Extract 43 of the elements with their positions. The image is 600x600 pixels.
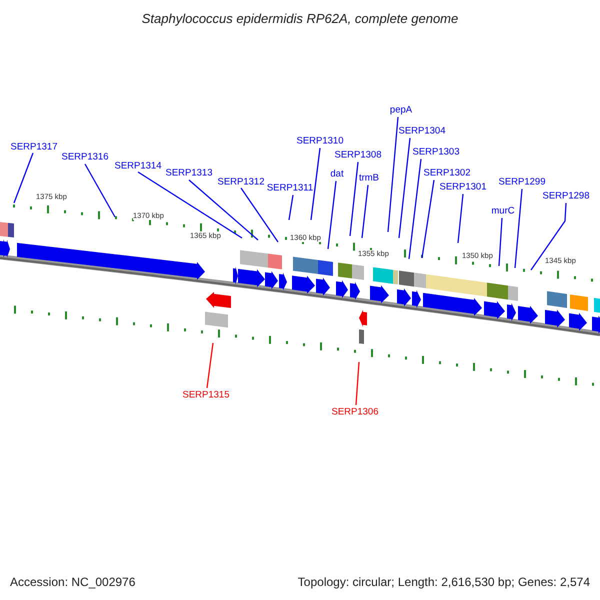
gene-label: SERP1301 [440,182,486,192]
gene-label: SERP1316 [62,152,108,162]
gene-label: SERP1311 [266,183,314,193]
gene-label: SERP1308 [334,150,382,160]
leader-line [421,180,435,258]
accession-text: Accession: NC_002976 [10,576,136,588]
leader-line [498,218,503,266]
leader-line [206,342,214,388]
gene-label: SERP1317 [10,142,58,152]
leader-line [327,180,337,250]
leader-line [240,188,278,242]
leader-line [310,148,321,220]
leader-line [514,188,523,268]
leader-line [13,152,34,204]
gene-label: dat [330,169,344,179]
gene-label: pepA [390,105,412,115]
gene-label: SERP1306 [332,407,378,417]
gene-label: SERP1302 [424,168,470,178]
leader-line [398,138,411,238]
leader-line [408,158,422,260]
gene-label: SERP1298 [542,191,590,201]
title: Staphylococcus epidermidis RP62A, complete genome [140,12,460,25]
leader-line [288,194,294,220]
gene-label: SERP1304 [398,126,446,136]
gene-label: SERP1299 [498,177,546,187]
leader-line [188,180,258,240]
gene-label: SERP1310 [296,136,344,146]
leader-line [84,164,116,218]
leader-line [530,202,567,270]
gene-label: trmB [358,173,380,183]
leader-line [387,116,399,232]
gene-label: SERP1312 [218,177,264,187]
gene-label: SERP1314 [114,161,162,171]
gene-label: SERP1315 [182,390,230,400]
gene-label: SERP1313 [166,168,212,178]
leader-line [349,162,359,236]
leader-line [138,172,242,238]
gene-label: murC [491,206,515,216]
leader-line [457,194,464,244]
gene-label: SERP1303 [412,147,460,157]
leader-line [355,362,360,406]
leader-line [361,184,369,238]
genome-info-text: Topology: circular; Length: 2,616,530 bp; Genes: 2,574 [298,576,590,588]
